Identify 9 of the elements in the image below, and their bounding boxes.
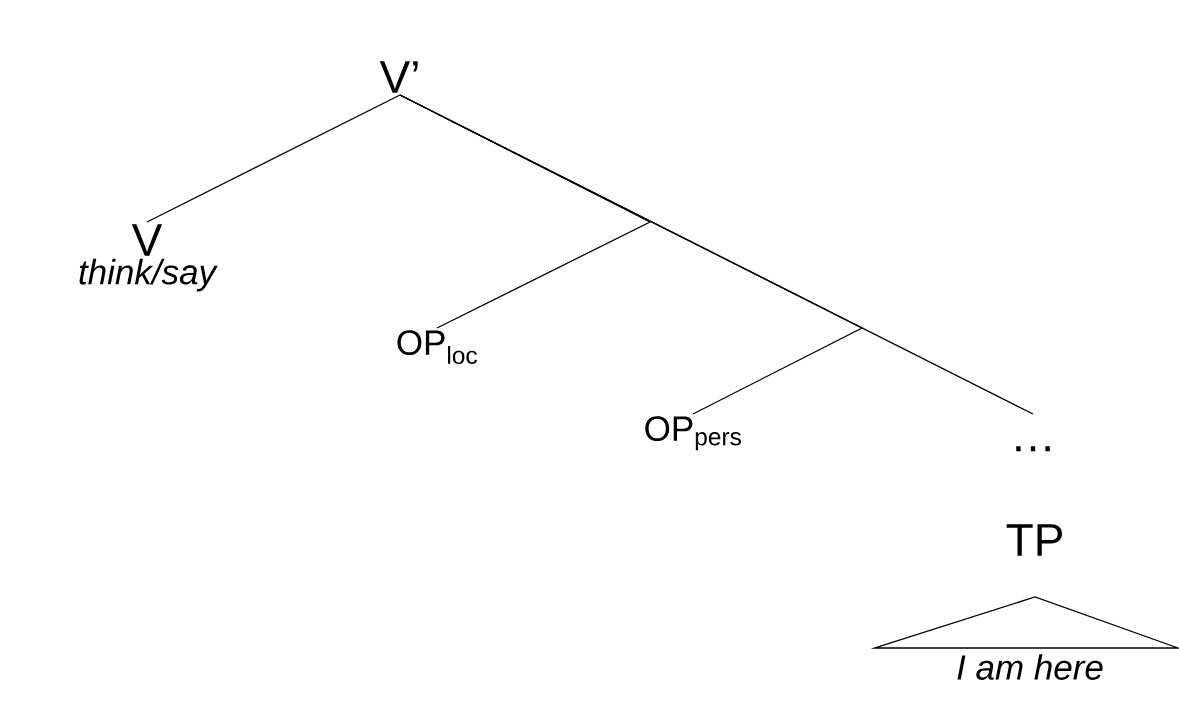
- category-label: V think/say: [79, 224, 218, 292]
- tree-branch: [399, 94, 1034, 415]
- category-label: OP$_{loc}$: [397, 330, 478, 365]
- category-label: OP$_{pers}$: [645, 416, 741, 451]
- ellipsis-label: …: [1016, 446, 1050, 452]
- category-label: V’: [379, 61, 418, 93]
- category-label: TP: [1006, 524, 1062, 556]
- node-label: I am here: [957, 654, 1103, 680]
- tree-branch: [146, 94, 401, 223]
